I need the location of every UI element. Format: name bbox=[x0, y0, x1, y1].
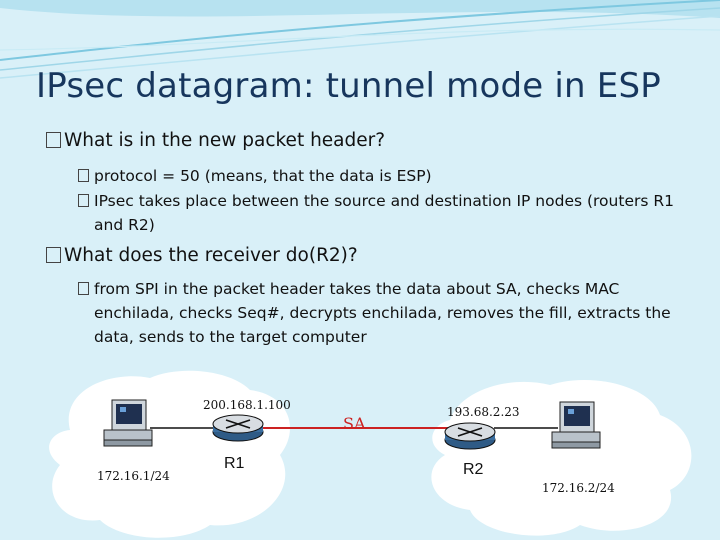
network-diagram: 200.168.1.100 R1 SA 193.68.2.23 R2 172.1… bbox=[49, 370, 692, 538]
sub-bullet-text: IPsec takes place between the source and… bbox=[94, 192, 674, 234]
network-cloud-left bbox=[49, 370, 291, 538]
sub-bullet-receiver-steps: from SPI in the packet header takes the … bbox=[78, 277, 688, 349]
header-decoration bbox=[0, 0, 720, 79]
slide-title: IPsec datagram: tunnel mode in ESP bbox=[36, 66, 661, 106]
r1-ip-label: 200.168.1.100 bbox=[203, 398, 291, 412]
router-icon bbox=[212, 414, 264, 442]
network-cloud-right bbox=[431, 379, 692, 536]
bullet-box-icon bbox=[78, 194, 89, 207]
r1-label: R1 bbox=[224, 455, 245, 472]
bullet-text: What is in the new packet header? bbox=[64, 130, 386, 151]
host-left-subnet-label: 172.16.1/24 bbox=[97, 469, 170, 483]
bullet-box-icon bbox=[46, 247, 61, 263]
r2-label: R2 bbox=[463, 461, 484, 478]
sub-bullet-text: protocol = 50 (means, that the data is E… bbox=[94, 167, 432, 185]
computer-icon bbox=[551, 401, 601, 449]
host-right-subnet-label: 172.16.2/24 bbox=[542, 481, 615, 495]
sub-bullet-protocol: protocol = 50 (means, that the data is E… bbox=[78, 164, 688, 188]
bullet-text: What does the receiver do(R2)? bbox=[64, 245, 358, 266]
bullet-box-icon bbox=[46, 132, 61, 148]
sub-bullet-text: from SPI in the packet header takes the … bbox=[94, 280, 671, 346]
router-icon bbox=[444, 422, 496, 450]
r2-ip-label: 193.68.2.23 bbox=[447, 405, 520, 419]
computer-icon bbox=[103, 399, 153, 447]
bullet-receiver: What does the receiver do(R2)? bbox=[46, 245, 358, 266]
bullet-new-packet-header: What is in the new packet header? bbox=[46, 130, 385, 151]
sub-bullet-ipsec-nodes: IPsec takes place between the source and… bbox=[78, 189, 688, 237]
bullet-box-icon bbox=[78, 282, 89, 295]
bullet-box-icon bbox=[78, 169, 89, 182]
sa-label: SA bbox=[343, 414, 366, 433]
